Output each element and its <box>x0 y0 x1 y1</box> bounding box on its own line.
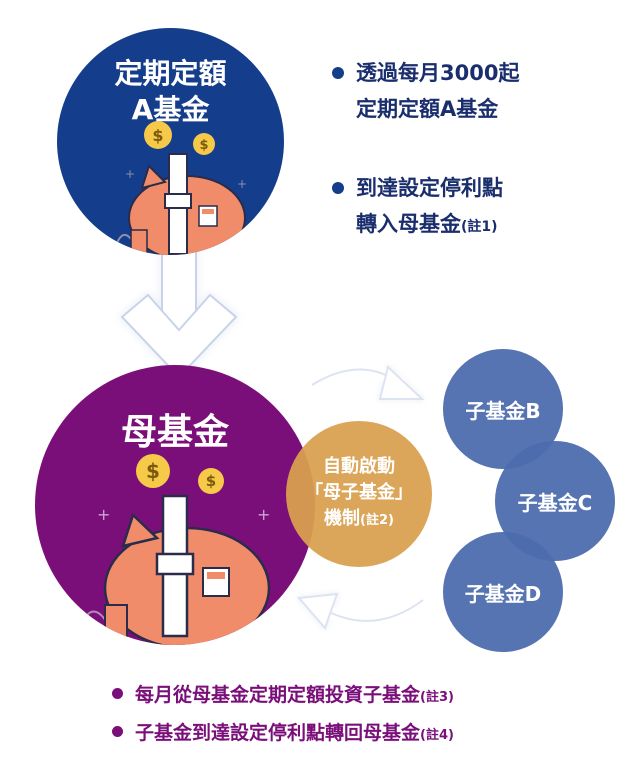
svg-text:$: $ <box>199 138 208 153</box>
bullet-dot <box>112 726 123 737</box>
bullet-text: 轉入母基金 <box>356 212 461 236</box>
bullet-dot <box>332 182 344 194</box>
svg-text:+: + <box>257 505 270 524</box>
mechanism-line1: 自動啟動 <box>323 456 395 477</box>
bullet-text: 定期定額A基金 <box>356 97 499 121</box>
svg-text:$: $ <box>146 459 160 483</box>
svg-text:+: + <box>97 505 110 524</box>
coin-icon: $ <box>136 454 170 488</box>
sub-fund-d: 子基金D <box>443 532 563 652</box>
piggy-bank-icon: + + <box>82 494 270 645</box>
svg-text:+: + <box>237 177 247 191</box>
coin-icon: $ <box>198 468 224 494</box>
footnote: (註3) <box>420 690 454 705</box>
bullet-item: 每月從母基金定期定額投資子基金(註3) <box>112 680 454 707</box>
mother-fund-circle: 母基金 $ $ + + <box>35 365 315 645</box>
bullet-text: 子基金到達設定停利點轉回母基金 <box>135 722 421 744</box>
bullet-text: 每月從母基金定期定額投資子基金 <box>135 684 421 706</box>
bullet-item: 透過每月3000起 定期定額A基金 <box>332 55 519 127</box>
mechanism-line3: 機制 <box>324 508 361 529</box>
curved-arrow-right <box>306 363 425 400</box>
mechanism-line2: 「母子基金」 <box>305 482 413 503</box>
bullet-text: 到達設定停利點 <box>356 176 503 200</box>
bullet-dot <box>332 67 344 79</box>
svg-text:$: $ <box>152 126 163 145</box>
footnote: (註1) <box>461 219 498 235</box>
bullet-item: 到達設定停利點 轉入母基金(註1) <box>332 170 503 245</box>
bullet-dot <box>112 688 123 699</box>
bullet-text: 透過每月3000起 <box>356 61 520 85</box>
mother-fund-title: 母基金 <box>120 412 229 453</box>
svg-text:+: + <box>125 167 135 181</box>
fund-a-title-line1: 定期定額 <box>114 57 227 90</box>
sub-fund-label: 子基金B <box>465 398 541 423</box>
fund-a-circle: 定期定額 A基金 $ $ + + <box>57 28 284 255</box>
mechanism-circle: 自動啟動 「母子基金」 機制(註2) <box>286 421 432 567</box>
curved-arrow-left <box>296 592 429 630</box>
piggy-bank-icon: + + <box>116 153 247 255</box>
footnote: (註2) <box>360 513 394 528</box>
svg-text:$: $ <box>206 472 216 490</box>
coin-icon: $ <box>144 121 172 149</box>
bullet-item: 子基金到達設定停利點轉回母基金(註4) <box>112 718 454 745</box>
sub-fund-label: 子基金C <box>517 490 593 515</box>
fund-a-title-line2: A基金 <box>131 93 210 126</box>
coin-icon: $ <box>193 133 215 155</box>
sub-fund-b: 子基金B <box>443 349 563 469</box>
sub-fund-label: 子基金D <box>464 581 542 606</box>
footnote: (註4) <box>420 728 454 743</box>
